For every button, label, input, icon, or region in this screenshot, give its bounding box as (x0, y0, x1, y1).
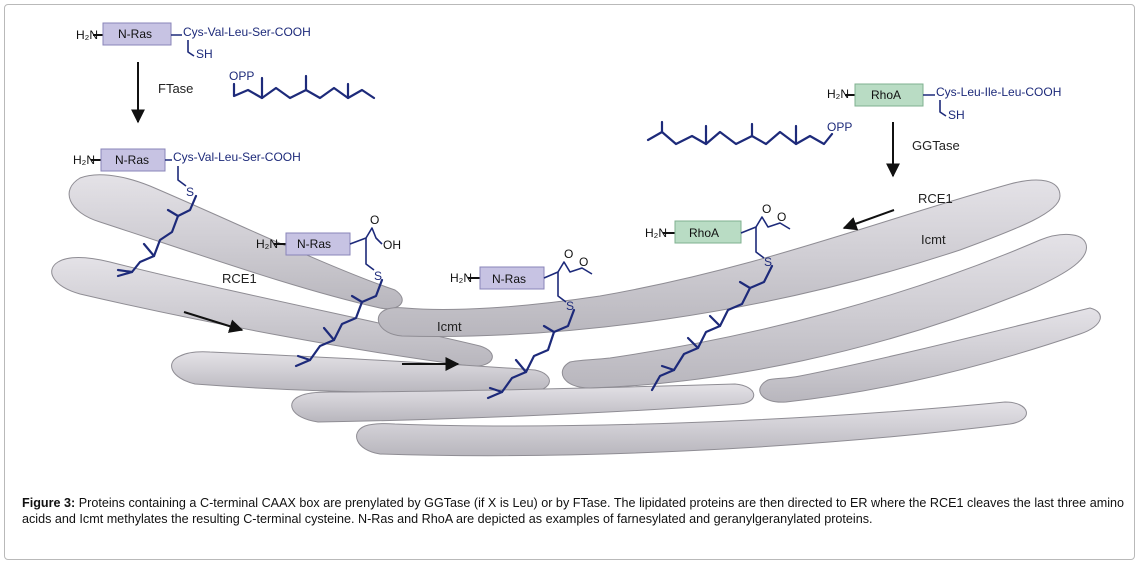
rhoa2-s-label: S (764, 255, 772, 269)
icmt-left-label: Icmt (437, 319, 462, 334)
rhoa-methylated: H₂N RhoA O O S (645, 202, 791, 392)
ftase-label: FTase (158, 81, 193, 96)
er-membranes (51, 174, 1101, 457)
nras4-o-label: O (564, 247, 573, 261)
nras3-o-label: O (370, 213, 379, 227)
sh-label: SH (196, 47, 213, 61)
figure-caption: Figure 3: Proteins containing a C-termin… (22, 496, 1124, 527)
rhoa2-box (674, 220, 742, 244)
er-cisterna-6 (377, 179, 1061, 337)
farnesyl-pp: OPP (229, 69, 376, 100)
opp-farnesyl-label: OPP (229, 69, 254, 83)
nras-tail-sequence: Cys-Val-Leu-Ser-COOH (183, 25, 311, 39)
er-cisterna-5 (356, 401, 1027, 457)
rhoa2-amine-label: H₂N (645, 226, 667, 240)
rhoa-sh-label: SH (948, 108, 965, 122)
rhoa-substrate: H₂N RhoA Cys-Leu-Ile-Leu-COOH SH (827, 83, 1061, 122)
er-cisterna-8 (759, 307, 1101, 403)
nras3-amine-label: H₂N (256, 237, 278, 251)
er-cisterna-1 (68, 174, 403, 310)
rhoa2-o-label: O (762, 202, 771, 216)
er-cisterna-3 (171, 351, 550, 394)
nras4-s-label: S (566, 299, 574, 313)
nras4-o2-label: O (579, 255, 588, 269)
nras3-label: N-Ras (297, 237, 331, 251)
nras2-amine-label: H₂N (73, 153, 95, 167)
nras4-label: N-Ras (492, 272, 526, 286)
nras-label: N-Ras (118, 27, 152, 41)
arrow-rhoa-rce1 (842, 209, 895, 231)
rce1-right-label: RCE1 (918, 191, 953, 206)
nras3-oh-label: OH (383, 238, 401, 252)
rhoa-tail-sequence: Cys-Leu-Ile-Leu-COOH (936, 85, 1061, 99)
icmt-right-label: Icmt (921, 232, 946, 247)
nras-box (102, 22, 172, 46)
nras2-s-label: S (186, 185, 194, 199)
caption-text: Proteins containing a C-terminal CAAX bo… (22, 496, 1124, 526)
nras4-amine-label: H₂N (450, 271, 472, 285)
nras-cleaved: H₂N N-Ras O OH S (256, 213, 401, 368)
caption-prefix: Figure 3: (22, 496, 76, 510)
nras-substrate: H₂N N-Ras Cys-Val-Leu-Ser-COOH SH (76, 22, 311, 61)
ggtase-label: GGTase (912, 138, 960, 153)
nras2-tail-sequence: Cys-Val-Leu-Ser-COOH (173, 150, 301, 164)
rhoa-amine-label: H₂N (827, 87, 849, 101)
nras2-label: N-Ras (115, 153, 149, 167)
opp-geranyl-label: OPP (827, 120, 852, 134)
er-cisterna-2 (51, 257, 493, 367)
farnesylated-nras: H₂N N-Ras Cys-Val-Leu-Ser-COOH S (73, 148, 301, 278)
er-cisterna-4 (291, 383, 755, 423)
nras3-s-label: S (374, 269, 382, 283)
rhoa2-o2-label: O (777, 210, 786, 224)
geranylgeranyl-pp: OPP (646, 120, 852, 146)
nras-methylated: H₂N N-Ras O O S (450, 247, 593, 400)
amine-label: H₂N (76, 28, 98, 42)
rce1-left-label: RCE1 (222, 271, 257, 286)
arrow-to-rce1 (183, 311, 244, 333)
rhoa-label: RhoA (871, 88, 901, 102)
rhoa2-label: RhoA (689, 226, 719, 240)
